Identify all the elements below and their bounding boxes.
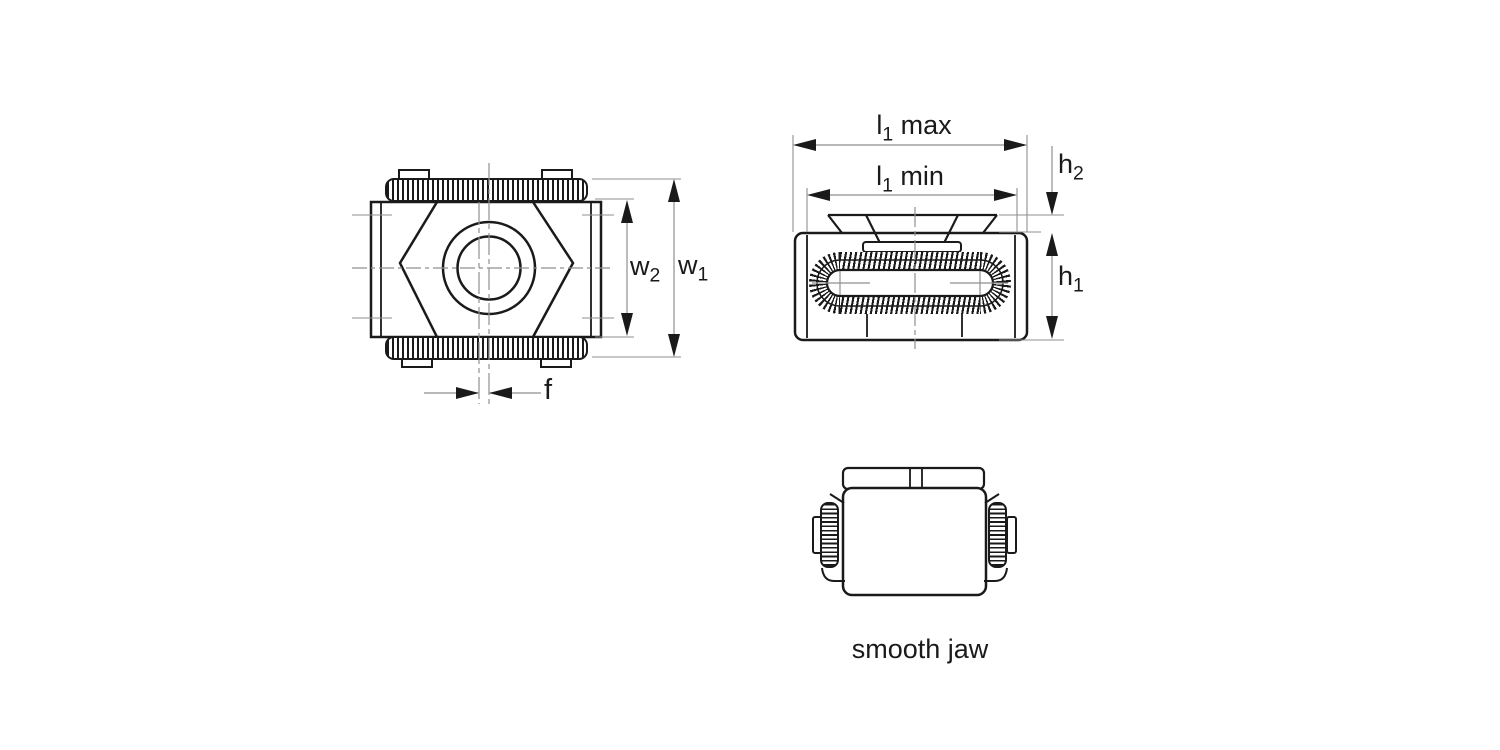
label-base: h bbox=[1058, 261, 1074, 291]
dimension-l1-min bbox=[806, 188, 1018, 232]
dimension-l1-max bbox=[792, 135, 1028, 232]
smooth-jaw-outline bbox=[812, 466, 1017, 597]
hexagon-left bbox=[398, 201, 439, 338]
dim-label-w1: w1 bbox=[678, 250, 709, 286]
dimension-f bbox=[424, 387, 541, 399]
label-sub: 1 bbox=[697, 263, 709, 286]
label-sub: 1 bbox=[1073, 274, 1084, 297]
knurled-strip-bottom bbox=[385, 336, 588, 360]
knurled-strip-top bbox=[385, 178, 588, 202]
label-suffix: max bbox=[893, 110, 952, 140]
taper-cone bbox=[827, 213, 998, 244]
dimension-w2 bbox=[595, 198, 634, 338]
knurled-pin-left bbox=[820, 502, 839, 568]
hexagon-right bbox=[531, 201, 575, 338]
dimension-h2 bbox=[999, 146, 1064, 216]
dim-label-h1: h1 bbox=[1058, 261, 1084, 297]
top-view-outline bbox=[369, 169, 603, 368]
label-sub: 2 bbox=[649, 264, 661, 287]
centerlines-front-view bbox=[812, 207, 1008, 349]
dim-label-w2: w2 bbox=[630, 251, 661, 287]
view-caption-smooth-jaw: smooth jaw bbox=[851, 634, 989, 664]
dimension-w1 bbox=[592, 178, 681, 358]
dimension-h1 bbox=[999, 231, 1064, 341]
label-sub: 1 bbox=[882, 123, 894, 146]
jaw-foot-left bbox=[821, 567, 845, 582]
label-base: h bbox=[1058, 149, 1074, 179]
tab bbox=[1006, 516, 1017, 554]
knurled-pin-right bbox=[988, 502, 1007, 568]
jaw-foot-right bbox=[984, 567, 1008, 582]
dim-label-l1-max: l1 max bbox=[862, 110, 966, 146]
label-sub: 2 bbox=[1073, 162, 1084, 185]
label-sub: 1 bbox=[882, 174, 893, 197]
label-base: w bbox=[630, 251, 650, 281]
label-suffix: min bbox=[892, 161, 944, 191]
label-base: l bbox=[876, 161, 883, 191]
dim-label-l1-min: l1 min bbox=[858, 161, 962, 197]
label-base: l bbox=[876, 110, 883, 140]
label-base: w bbox=[678, 250, 698, 280]
dim-label-h2: h2 bbox=[1058, 149, 1084, 185]
centerlines-top-view bbox=[352, 163, 614, 404]
dim-label-f: f bbox=[544, 374, 553, 407]
label-base: f bbox=[544, 374, 553, 406]
jaw-body bbox=[841, 486, 988, 597]
